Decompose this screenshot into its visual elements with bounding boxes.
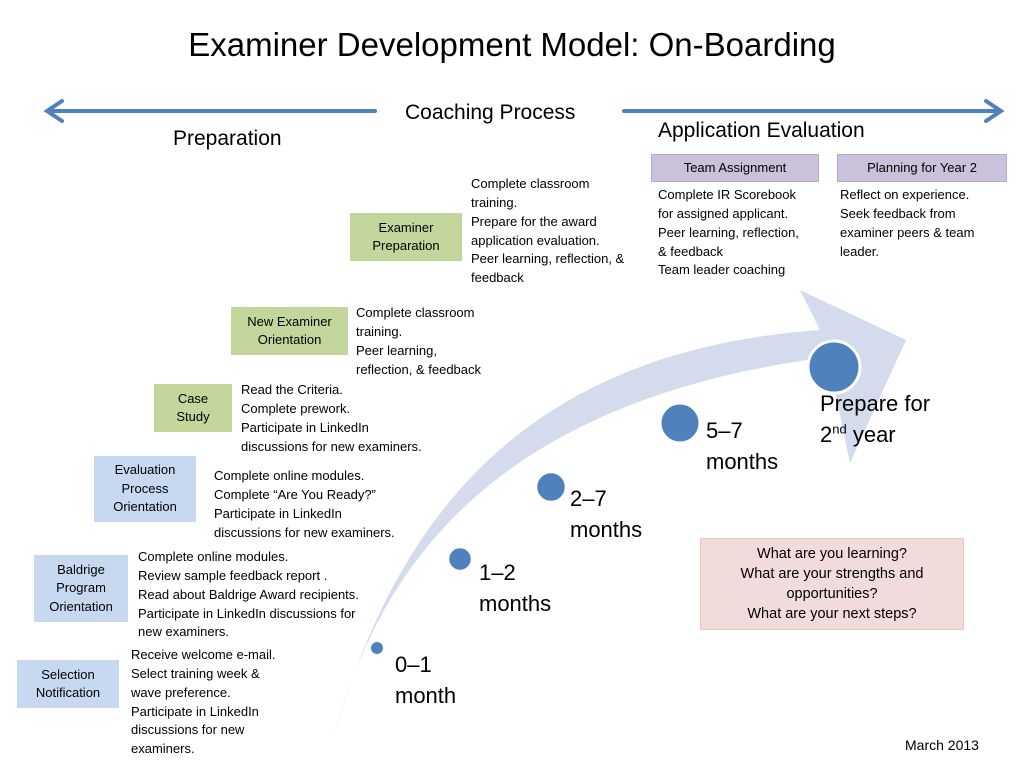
planning-year2-box: Planning for Year 2 bbox=[837, 154, 1007, 182]
stage-year2-line2: 2nd year bbox=[820, 420, 930, 451]
page-title: Examiner Development Model: On-Boarding bbox=[188, 26, 836, 63]
stage-label-5-7-months: 5–7 months bbox=[706, 418, 779, 474]
team-assignment-label: Team Assignment bbox=[683, 159, 787, 175]
evaluation-process-orientation-box: Evaluation Process Orientation bbox=[94, 456, 196, 522]
stage-label-2-7-months: 2–7 months bbox=[570, 486, 643, 542]
date-label: March 2013 bbox=[905, 737, 979, 753]
selection-notification-description: Receive welcome e-mail. Select training … bbox=[131, 647, 276, 757]
stage-year2-line1: Prepare for bbox=[820, 391, 931, 416]
milestone-circle-2-7-months bbox=[534, 470, 568, 504]
application-evaluation-label: Application Evaluation bbox=[658, 119, 865, 142]
stage-year2-ordinal: nd bbox=[832, 421, 847, 437]
stage-year2-word: year bbox=[846, 421, 896, 447]
stage-label-1-2-months: 1–2 months bbox=[479, 560, 552, 616]
baldrige-program-orientation-box: Baldrige Program Orientation bbox=[34, 555, 128, 622]
milestone-circle-1-2-months bbox=[446, 545, 474, 573]
stage-label-0-1-month: 0–1 month bbox=[395, 652, 457, 708]
case-study-description: Read the Criteria. Complete prework. Par… bbox=[241, 382, 422, 454]
milestone-circle-0-1-month bbox=[369, 640, 385, 656]
new-examiner-orientation-description: Complete classroom training. Peer learni… bbox=[356, 305, 482, 377]
planning-year2-label: Planning for Year 2 bbox=[867, 159, 977, 175]
milestone-circle-year-2 bbox=[806, 339, 862, 395]
progression-curve-arrow bbox=[333, 290, 906, 740]
coaching-process-label: Coaching Process bbox=[405, 101, 576, 124]
planning-year2-description: Reflect on experience. Seek feedback fro… bbox=[840, 187, 975, 259]
examiner-preparation-description: Complete classroom training. Prepare for… bbox=[471, 176, 625, 286]
baldrige-program-orientation-description: Complete online modules. Review sample f… bbox=[138, 549, 359, 640]
reflection-questions-box: What are you learning? What are your str… bbox=[700, 538, 964, 630]
stage-year2-number: 2 bbox=[820, 421, 833, 447]
milestone-circle-5-7-months bbox=[658, 401, 702, 445]
team-assignment-description: Complete IR Scorebook for assigned appli… bbox=[658, 187, 799, 278]
evaluation-process-orientation-description: Complete online modules. Complete “Are Y… bbox=[214, 468, 395, 540]
preparation-label: Preparation bbox=[173, 127, 282, 150]
coaching-process-arrow bbox=[43, 99, 1005, 123]
stage-label-year-2: Prepare for 2nd year bbox=[820, 389, 930, 451]
team-assignment-box: Team Assignment bbox=[651, 154, 819, 182]
case-study-box: Case Study bbox=[154, 384, 232, 432]
examiner-preparation-box: Examiner Preparation bbox=[350, 213, 462, 261]
new-examiner-orientation-box: New Examiner Orientation bbox=[231, 307, 348, 355]
selection-notification-box: Selection Notification bbox=[17, 660, 119, 708]
